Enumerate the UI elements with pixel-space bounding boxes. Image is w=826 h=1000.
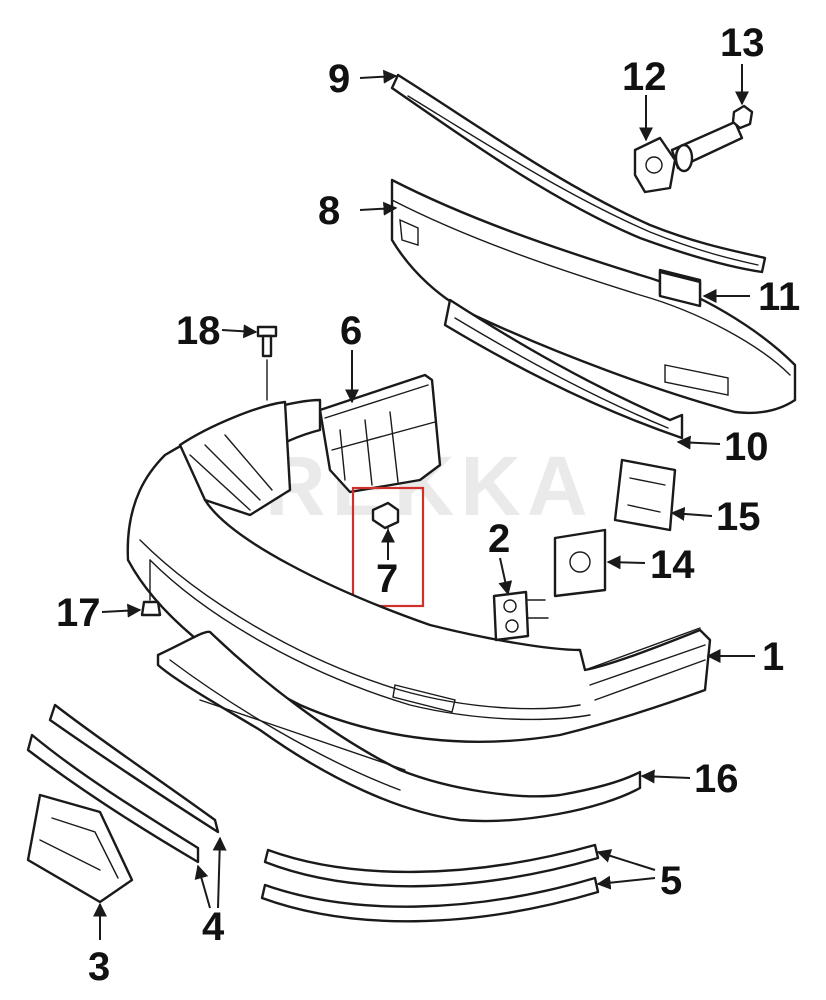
part-9-upper-strip [390, 73, 767, 274]
callout-15: 15 [716, 495, 761, 539]
callout-11: 11 [758, 275, 800, 319]
part-15-bracket [613, 458, 677, 532]
callout-8: 8 [318, 189, 340, 233]
callout-18: 18 [176, 309, 221, 353]
callout-9: 9 [328, 57, 350, 101]
callout-14: 14 [650, 543, 695, 587]
callout-3: 3 [88, 945, 110, 989]
part-7-highlight-box [351, 486, 425, 608]
part-16-valance [156, 630, 642, 823]
part-11-clip [658, 270, 702, 308]
callout-6: 6 [340, 309, 362, 353]
leader-lines [93, 64, 755, 940]
callout-7: 7 [376, 557, 398, 601]
callouts: 9 8 12 13 11 10 18 6 7 2 14 15 17 1 16 5… [56, 21, 800, 989]
part-14-plate [553, 528, 607, 598]
part-6-bracket [318, 373, 442, 494]
callout-4: 4 [202, 905, 225, 949]
part-2-bracket [492, 590, 549, 642]
part-1-bumper-cover [126, 398, 712, 743]
callout-5: 5 [660, 859, 682, 903]
part-17-clip [140, 600, 162, 617]
part-12-bracket [633, 120, 744, 194]
part-5-strips [260, 843, 600, 923]
callout-2: 2 [488, 517, 510, 561]
callout-16: 16 [694, 757, 739, 801]
part-4-strips [26, 703, 220, 864]
callout-17: 17 [56, 591, 101, 635]
callout-12: 12 [622, 55, 667, 99]
callout-10: 10 [724, 425, 769, 469]
part-13-nut [731, 104, 754, 130]
callout-13: 13 [720, 21, 765, 65]
callout-1: 1 [762, 635, 784, 679]
part-3-bracket [26, 793, 134, 904]
part-18-bolt [256, 325, 278, 401]
